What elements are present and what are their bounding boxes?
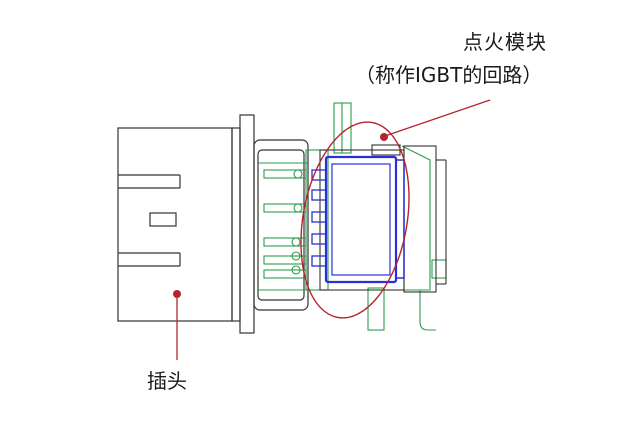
ignition-leader-line	[384, 99, 491, 137]
plug-label: 插头	[147, 369, 187, 393]
highlight-ellipse	[300, 121, 410, 319]
module-body	[319, 144, 447, 293]
igbt-circuit-note: （称作IGBT的回路）	[355, 63, 543, 87]
ignition-module-shape	[311, 155, 405, 284]
plug-housing	[117, 114, 309, 334]
ignition-module-label: 点火模块	[463, 30, 547, 54]
connector-frame	[258, 102, 447, 331]
plug-leader-dot	[173, 290, 181, 298]
ignition-leader-dot	[380, 133, 388, 141]
